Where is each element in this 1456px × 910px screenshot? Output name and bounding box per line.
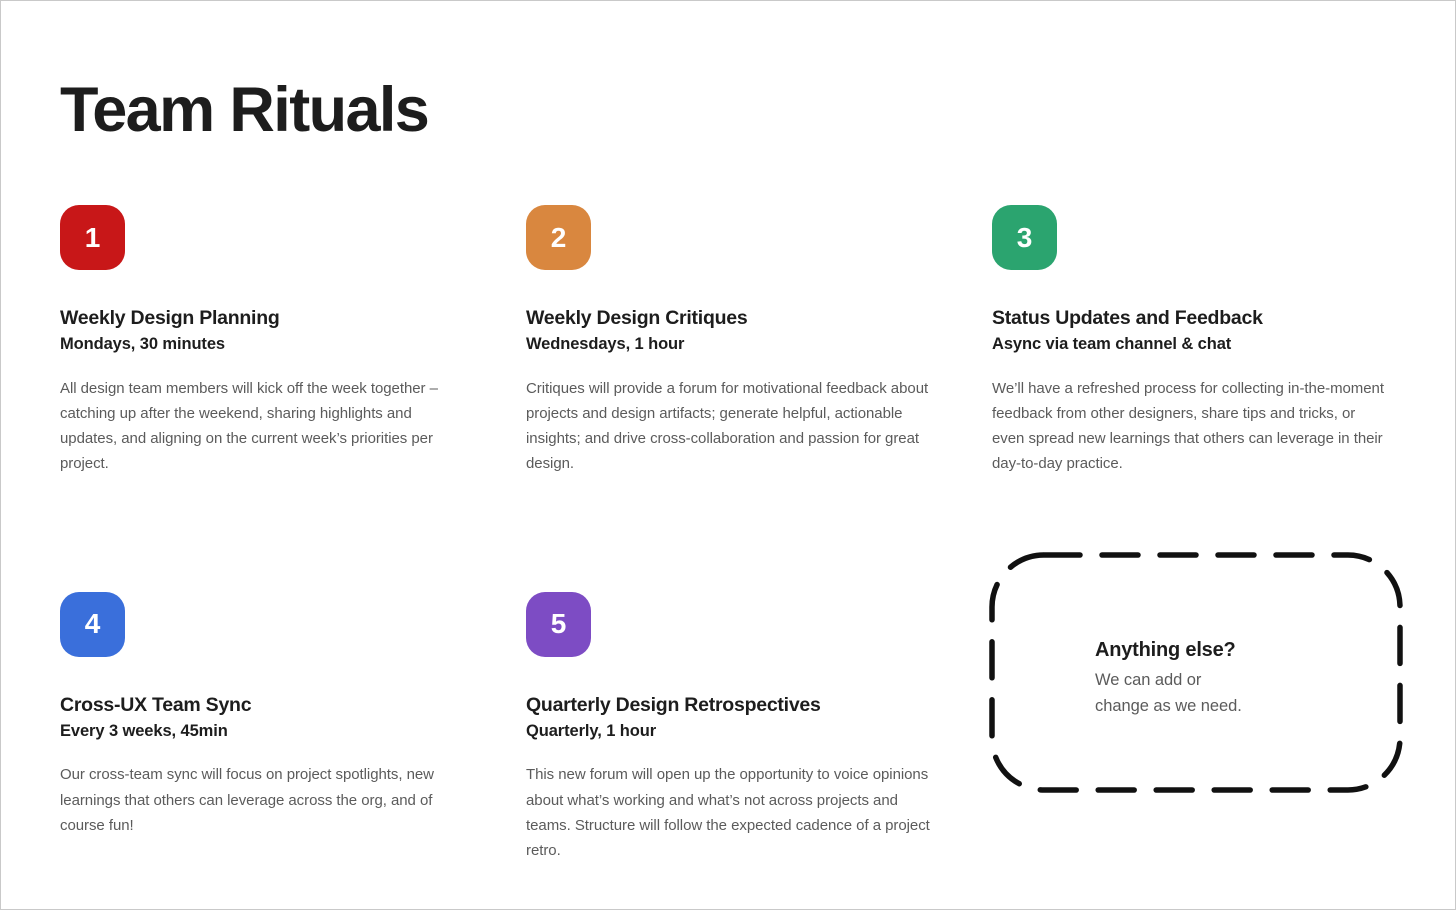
ritual-card-1: 1 Weekly Design Planning Mondays, 30 min… — [60, 205, 526, 477]
ritual-card-4: 4 Cross-UX Team Sync Every 3 weeks, 45mi… — [60, 591, 526, 864]
anything-else-placeholder[interactable]: Anything else? We can add or change as w… — [989, 552, 1403, 793]
ritual-heading-1: Weekly Design Planning — [60, 307, 280, 329]
ritual-body-3: We’ll have a refreshed process for colle… — [992, 379, 1384, 473]
ritual-body-2: Critiques will provide a forum for motiv… — [526, 379, 929, 473]
ritual-body-5: This new forum will open up the opportun… — [526, 766, 930, 859]
ritual-subheading-5: Quarterly, 1 hour — [526, 721, 657, 740]
ritual-number-badge-2: 2 — [526, 205, 591, 270]
anything-else-text-block: Anything else? We can add or change as w… — [1095, 637, 1242, 719]
rituals-grid: 1 Weekly Design Planning Mondays, 30 min… — [60, 205, 1405, 863]
ritual-heading-4: Cross-UX Team Sync — [60, 693, 252, 716]
ritual-subheading-4: Every 3 weeks, 45min — [60, 721, 228, 740]
ritual-subheading-3: Async via team channel & chat — [992, 335, 1232, 354]
ritual-number-badge-1: 1 — [60, 205, 125, 270]
anything-else-body: We can add or change as we need. — [1095, 671, 1242, 715]
ritual-number-badge-3: 3 — [992, 205, 1057, 270]
ritual-subheading-2: Wednesdays, 1 hour — [526, 335, 685, 354]
ritual-body-4: Our cross-team sync will focus on projec… — [60, 766, 434, 834]
ritual-number-badge-4: 4 — [60, 591, 125, 657]
dashed-border-icon — [989, 552, 1403, 793]
ritual-card-2: 2 Weekly Design Critiques Wednesdays, 1 … — [526, 205, 992, 477]
page-title: Team Rituals — [60, 75, 430, 145]
ritual-body-1: All design team members will kick off th… — [60, 379, 438, 473]
anything-else-title: Anything else? — [1095, 639, 1236, 661]
ritual-subheading-1: Mondays, 30 minutes — [60, 335, 225, 354]
ritual-heading-5: Quarterly Design Retrospectives — [526, 693, 821, 716]
ritual-heading-2: Weekly Design Critiques — [526, 307, 748, 329]
ritual-card-5: 5 Quarterly Design Retrospectives Quarte… — [526, 591, 992, 864]
ritual-heading-3: Status Updates and Feedback — [992, 307, 1263, 329]
ritual-number-badge-5: 5 — [526, 591, 591, 657]
ritual-card-3: 3 Status Updates and Feedback Async via … — [992, 205, 1405, 477]
